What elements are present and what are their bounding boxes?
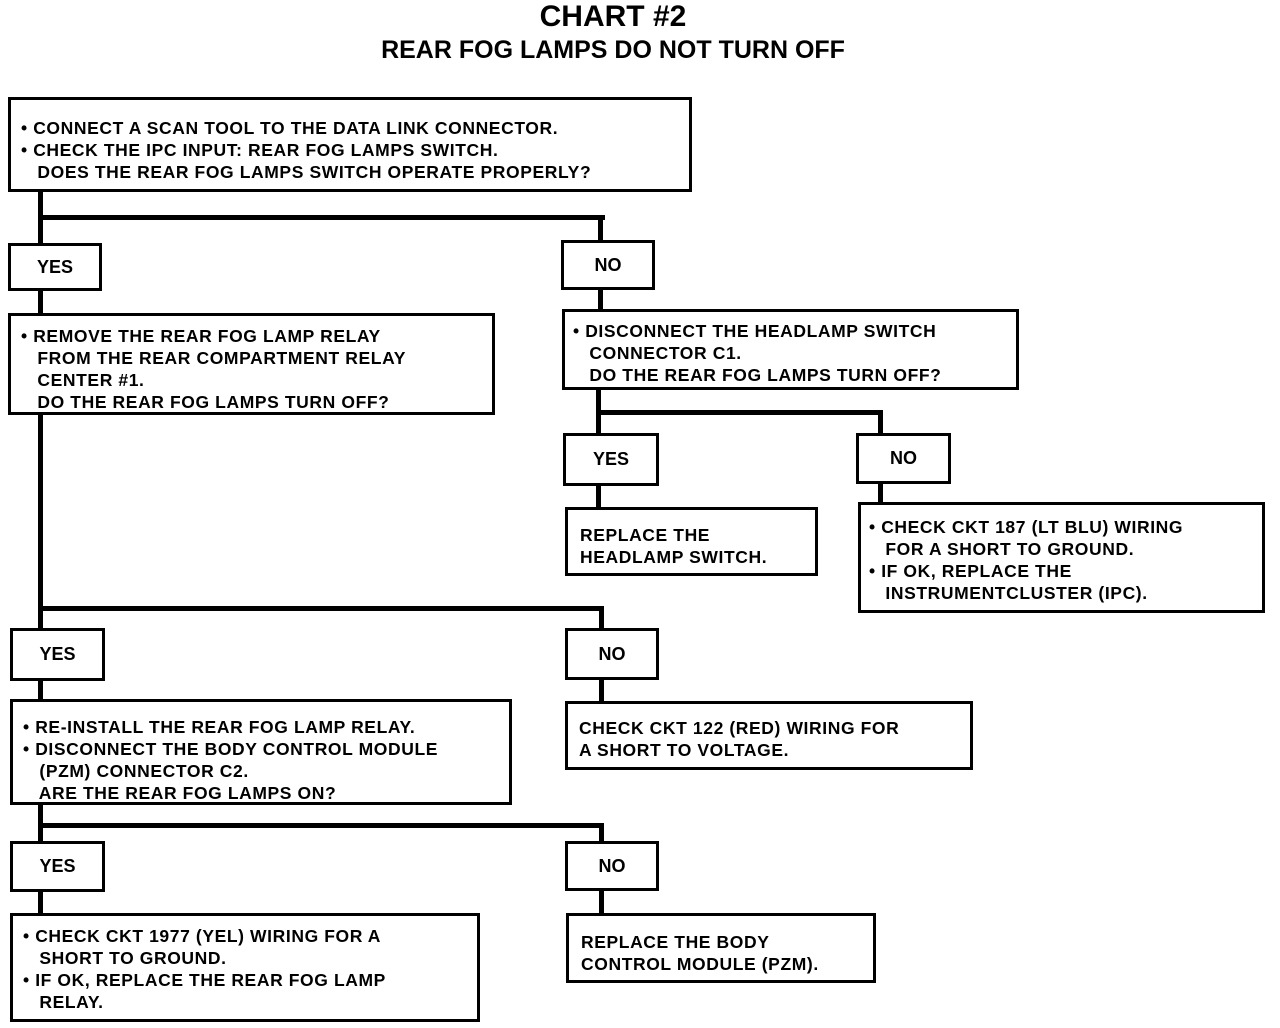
connector-line <box>38 889 43 916</box>
box-line: A SHORT TO VOLTAGE. <box>579 740 790 760</box>
connector-line <box>599 606 604 630</box>
connector-line <box>878 482 883 504</box>
box-line: • IF OK, REPLACE THE REAR FOG LAMP <box>23 970 386 990</box>
yes-label: YES <box>10 841 105 892</box>
box-line: DO THE REAR FOG LAMPS TURN OFF? <box>21 392 390 412</box>
connector-line <box>38 678 43 701</box>
box-line: (PZM) CONNECTOR C2. <box>23 761 249 781</box>
box-line: ARE THE REAR FOG LAMPS ON? <box>23 783 337 803</box>
chart-title: CHART #2 <box>539 0 687 33</box>
no-label: NO <box>565 628 659 680</box>
box-line: • REMOVE THE REAR FOG LAMP RELAY <box>21 326 381 346</box>
yes-label: YES <box>8 243 102 291</box>
connector-line <box>38 823 604 828</box>
box-line: • RE-INSTALL THE REAR FOG LAMP RELAY. <box>23 717 416 737</box>
box-line: CENTER #1. <box>21 370 145 390</box>
box-line: • CHECK CKT 187 (LT BLU) WIRING <box>869 517 1184 537</box>
box-line: • DISCONNECT THE BODY CONTROL MODULE <box>23 739 439 759</box>
connector-line <box>38 215 605 220</box>
box-line: SHORT TO GROUND. <box>23 948 227 968</box>
check-ckt122-box: CHECK CKT 122 (RED) WIRING FOR A SHORT T… <box>565 701 973 770</box>
no-label: NO <box>856 433 951 484</box>
replace-headlamp-box: REPLACE THE HEADLAMP SWITCH. <box>565 507 818 576</box>
box-line: FROM THE REAR COMPARTMENT RELAY <box>21 348 406 368</box>
connector-line <box>38 606 604 611</box>
check-ckt1977-box: • CHECK CKT 1977 (YEL) WIRING FOR A SHOR… <box>10 913 480 1022</box>
box-line: RELAY. <box>23 992 104 1012</box>
yes-label: YES <box>563 433 659 486</box>
box-line: DOES THE REAR FOG LAMPS SWITCH OPERATE P… <box>21 162 592 182</box>
disconnect-headlamp-box: • DISCONNECT THE HEADLAMP SWITCH CONNECT… <box>562 309 1019 390</box>
box-line: REPLACE THE BODY <box>581 932 770 952</box>
connector-line <box>599 823 604 843</box>
box-line: FOR A SHORT TO GROUND. <box>869 539 1135 559</box>
box-line: CONTROL MODULE (PZM). <box>581 954 819 974</box>
connector-line <box>599 678 604 703</box>
box-line: DO THE REAR FOG LAMPS TURN OFF? <box>573 365 942 385</box>
reinstall-relay-box: • RE-INSTALL THE REAR FOG LAMP RELAY. • … <box>10 699 512 805</box>
box-line: INSTRUMENTCLUSTER (IPC). <box>869 583 1148 603</box>
connector-line <box>38 413 43 630</box>
connector-line <box>38 190 43 220</box>
box-line: • IF OK, REPLACE THE <box>869 561 1072 581</box>
no-label: NO <box>565 841 659 891</box>
box-line: CONNECTOR C1. <box>573 343 742 363</box>
connector-line <box>598 288 603 311</box>
connector-line <box>38 290 43 315</box>
box-line: • CONNECT A SCAN TOOL TO THE DATA LINK C… <box>21 118 559 138</box>
box-line: • CHECK CKT 1977 (YEL) WIRING FOR A <box>23 926 382 946</box>
remove-relay-box: • REMOVE THE REAR FOG LAMP RELAY FROM TH… <box>8 313 495 415</box>
no-label: NO <box>561 240 655 290</box>
box-line: HEADLAMP SWITCH. <box>580 547 768 567</box>
connector-line <box>878 410 883 436</box>
connector-line <box>598 215 603 245</box>
yes-label: YES <box>10 628 105 681</box>
check-ckt187-box: • CHECK CKT 187 (LT BLU) WIRING FOR A SH… <box>858 502 1265 613</box>
connector-line <box>596 410 883 415</box>
box-line: CHECK CKT 122 (RED) WIRING FOR <box>579 718 900 738</box>
connector-line <box>599 889 604 915</box>
box-line: • DISCONNECT THE HEADLAMP SWITCH <box>573 321 937 341</box>
connector-line <box>38 215 43 245</box>
connector-line <box>596 484 601 510</box>
start-box: • CONNECT A SCAN TOOL TO THE DATA LINK C… <box>8 97 692 192</box>
chart-subtitle: REAR FOG LAMPS DO NOT TURN OFF <box>381 36 845 64</box>
replace-bcm-box: REPLACE THE BODY CONTROL MODULE (PZM). <box>566 913 876 983</box>
box-line: REPLACE THE <box>580 525 711 545</box>
box-line: • CHECK THE IPC INPUT: REAR FOG LAMPS SW… <box>21 140 499 160</box>
